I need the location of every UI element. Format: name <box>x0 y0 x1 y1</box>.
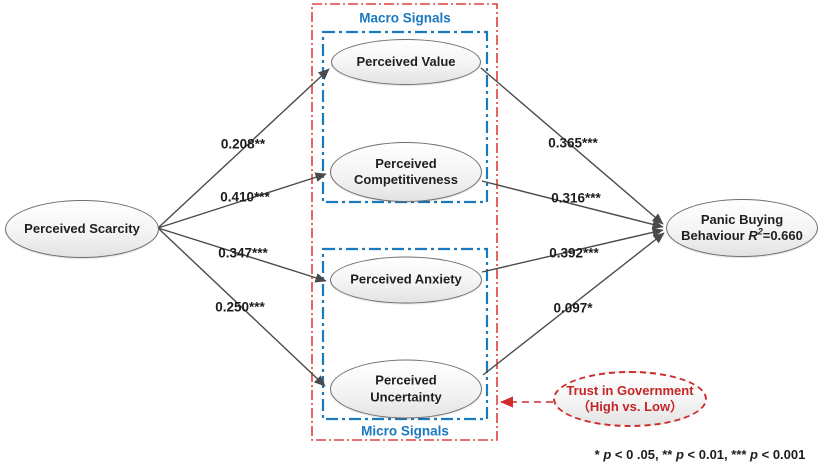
arrow-anxiety-to-panic <box>481 227 664 273</box>
coef-anxiety-panic: 0.392*** <box>549 245 599 261</box>
node-label-line1: Perceived <box>375 155 437 171</box>
node-trust-in-government: Trust in Government （High vs. Low） <box>553 371 707 427</box>
arrow-value-to-panic <box>480 67 664 225</box>
node-label-line2: Competitiveness <box>353 172 459 187</box>
node-label-line1: Trust in Government <box>566 382 694 398</box>
node-label: Perceived Scarcity <box>24 220 140 236</box>
node-label-line2: （High vs. Low） <box>576 399 684 414</box>
node-panic-buying-behaviour: Panic Buying Behaviour R2=0.660 <box>666 199 818 257</box>
significance-note: * p < 0 .05, ** p < 0.01, *** p < 0.001 <box>572 447 824 462</box>
arrow-scarcity-to-competitiveness <box>157 172 327 229</box>
r-squared-symbol: R <box>748 228 758 243</box>
node-perceived-anxiety: Perceived Anxiety <box>330 256 482 304</box>
node-perceived-scarcity: Perceived Scarcity <box>5 200 159 258</box>
footnote-p-symbol: p <box>675 447 684 462</box>
micro-signals-frame <box>321 247 489 421</box>
r-squared-value: =0.660 <box>762 228 803 243</box>
node-label-line1: Panic Buying <box>700 211 784 227</box>
node-label-line2: Uncertainty <box>370 389 442 404</box>
node-label-line1: Perceived <box>375 372 437 388</box>
signals-outer-frame <box>311 3 498 441</box>
coef-scarcity-anxiety: 0.347*** <box>218 245 268 261</box>
footnote-part: < 0.001 <box>758 447 806 462</box>
macro-signals-frame <box>321 30 489 204</box>
node-perceived-value: Perceived Value <box>331 39 481 85</box>
footnote-part: < 0.01, *** <box>683 447 751 462</box>
coef-competitiveness-panic: 0.316*** <box>551 190 601 206</box>
node-label: Perceived Value <box>356 53 456 69</box>
macro-signals-label: Macro Signals <box>359 10 451 26</box>
footnote-part: * <box>594 447 604 462</box>
coef-scarcity-value: 0.208** <box>220 136 266 152</box>
arrow-scarcity-to-value <box>157 68 330 229</box>
coef-uncertainty-panic: 0.097* <box>553 300 593 316</box>
arrow-scarcity-to-anxiety <box>157 227 327 283</box>
node-label: Perceived Anxiety <box>350 271 462 287</box>
arrow-uncertainty-to-panic <box>482 232 665 376</box>
node-label: Perceived Competitiveness <box>354 156 458 189</box>
node-label-line2-prefix: Behaviour <box>681 228 749 243</box>
coef-scarcity-competitiveness: 0.410*** <box>220 189 270 205</box>
node-label: Perceived Uncertainty <box>370 373 442 406</box>
footnote-p-symbol: p <box>750 447 758 462</box>
node-perceived-competitiveness: Perceived Competitiveness <box>330 142 482 202</box>
coef-value-panic: 0.365*** <box>548 135 598 151</box>
footnote-part: < 0 .05, ** <box>611 447 676 462</box>
r-squared-exponent: 2 <box>757 226 763 237</box>
arrow-scarcity-to-uncertainty <box>157 227 326 387</box>
node-perceived-uncertainty: Perceived Uncertainty <box>330 359 482 419</box>
micro-signals-label: Micro Signals <box>361 423 449 439</box>
arrow-competitiveness-to-panic <box>481 180 664 230</box>
node-label: Trust in Government （High vs. Low） <box>566 383 693 416</box>
node-label: Panic Buying Behaviour R2=0.660 <box>681 212 803 245</box>
footnote-p-symbol: p <box>603 447 612 462</box>
coef-scarcity-uncertainty: 0.250*** <box>215 299 265 315</box>
